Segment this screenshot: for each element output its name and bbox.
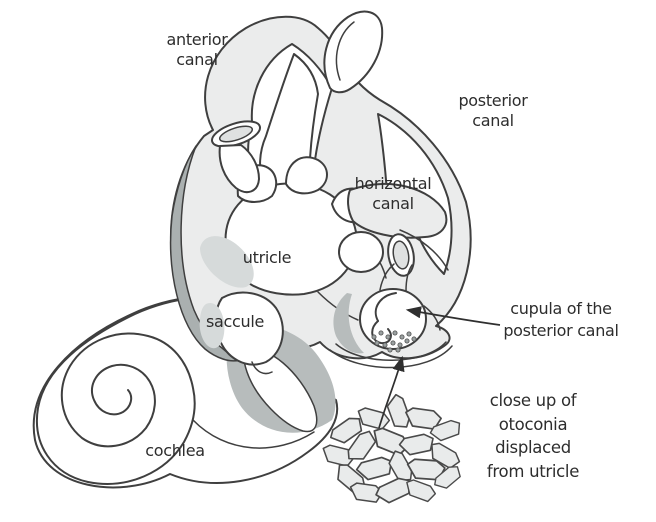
cupula-shape [371,292,397,345]
label-utricle: utricle [242,248,292,267]
label-posterior-canal: posterior canal [441,91,545,131]
horizontal-canal-cut-end [387,233,415,277]
horizontal-canal-ampulla [338,231,384,273]
saccule-shape [199,291,284,375]
label-otoconia-note-line4: from utricle [486,461,580,481]
cupula-arrow [405,306,501,326]
otoconia-cluster [319,392,465,507]
label-anterior-canal: anterior canal [142,30,252,70]
label-cupula-line1: cupula of the [510,299,612,318]
label-horizontal-canal-line2: canal [372,194,414,213]
label-cochlea: cochlea [145,441,205,460]
label-otoconia-note-line1: close up of [489,391,577,410]
saccule-macula-smudge [199,302,225,349]
label-otoconia-note-line3: displaced [495,438,571,457]
ampulla-gray-crescent [333,293,364,354]
posterior-ampulla [329,288,453,369]
label-horizontal-canal: horizontal canal [341,174,445,214]
label-anterior-canal-line2: canal [176,50,218,69]
label-posterior-canal-line1: posterior [458,91,528,110]
label-horizontal-canal-line1: horizontal [354,174,432,193]
otoconia-arrow [378,355,405,429]
label-posterior-canal-line2: canal [472,111,514,130]
label-saccule: saccule [205,312,265,331]
label-otoconia-note-line2: otoconia [498,414,568,434]
otoconia-dots [371,330,417,353]
utricle-macula-smudge [200,236,254,288]
anterior-canal-cut-end [211,120,261,148]
vestibule-wall-band [169,145,241,362]
utricle-shape [200,156,387,321]
anterior-ampulla-duct [218,144,260,194]
label-cupula-of-posterior-canal: cupula of the posterior canal [486,298,636,342]
horizontal-canal-shape [338,183,449,292]
label-anterior-canal-line1: anterior [166,30,228,49]
label-otoconia-note: close up of otoconia displaced from utri… [462,389,604,483]
cochlear-duct-leaf [242,348,318,433]
posterior-canal-tip [323,10,384,94]
label-cupula-line2: posterior canal [503,321,619,340]
